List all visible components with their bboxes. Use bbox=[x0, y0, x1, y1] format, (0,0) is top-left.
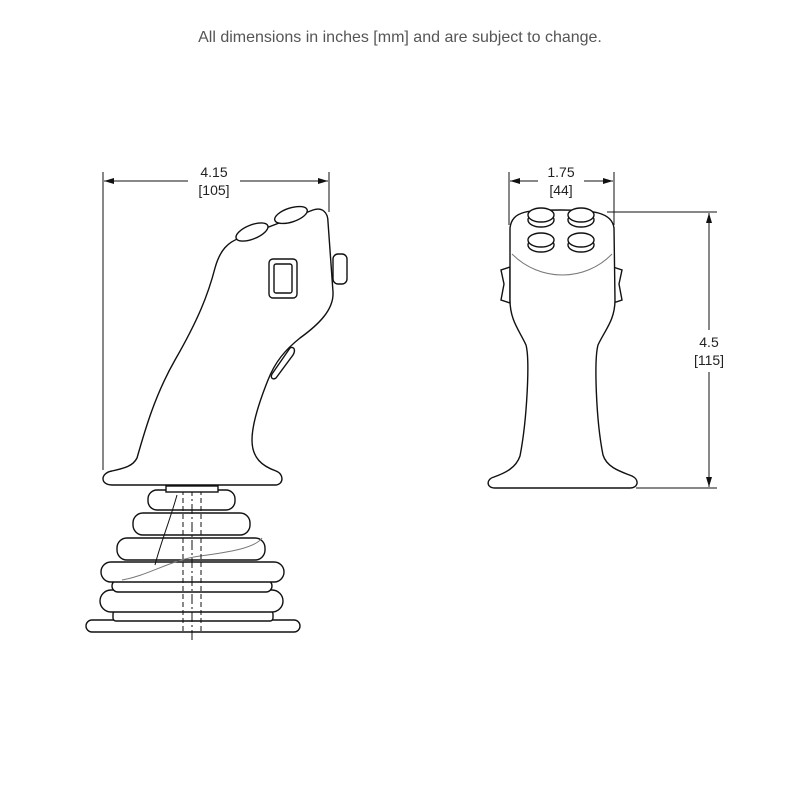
side-width-inches: 4.15 bbox=[200, 164, 227, 180]
thumb-button-4 bbox=[567, 232, 595, 253]
rubber-boot bbox=[85, 489, 301, 633]
front-width-inches: 1.75 bbox=[547, 164, 574, 180]
top-button-rear bbox=[235, 222, 269, 242]
thumb-buttons bbox=[527, 207, 595, 253]
side-width-dimension: 4.15 [105] bbox=[102, 164, 330, 470]
disclaimer-note: All dimensions in inches [mm] and are su… bbox=[198, 29, 602, 46]
left-side-button bbox=[500, 266, 511, 304]
side-grip-outline bbox=[102, 208, 334, 486]
front-width-dimension: 1.75 [44] bbox=[508, 164, 615, 225]
height-mm: [115] bbox=[694, 352, 724, 368]
front-grip-outline bbox=[487, 209, 638, 489]
front-view: 1.75 [44] 4.5 [115] bbox=[487, 164, 724, 489]
trigger bbox=[270, 346, 296, 380]
shaft bbox=[165, 485, 219, 640]
top-button-front bbox=[273, 205, 309, 225]
height-dimension: 4.5 [115] bbox=[607, 211, 724, 489]
side-button bbox=[332, 253, 348, 285]
thumb-button-1 bbox=[527, 207, 555, 228]
thumb-button-3 bbox=[527, 232, 555, 253]
side-view: 4.15 [105] bbox=[85, 164, 348, 640]
height-inches: 4.5 bbox=[699, 334, 719, 350]
thumb-button-2 bbox=[567, 207, 595, 228]
side-width-mm: [105] bbox=[198, 182, 229, 198]
front-width-mm: [44] bbox=[549, 182, 572, 198]
